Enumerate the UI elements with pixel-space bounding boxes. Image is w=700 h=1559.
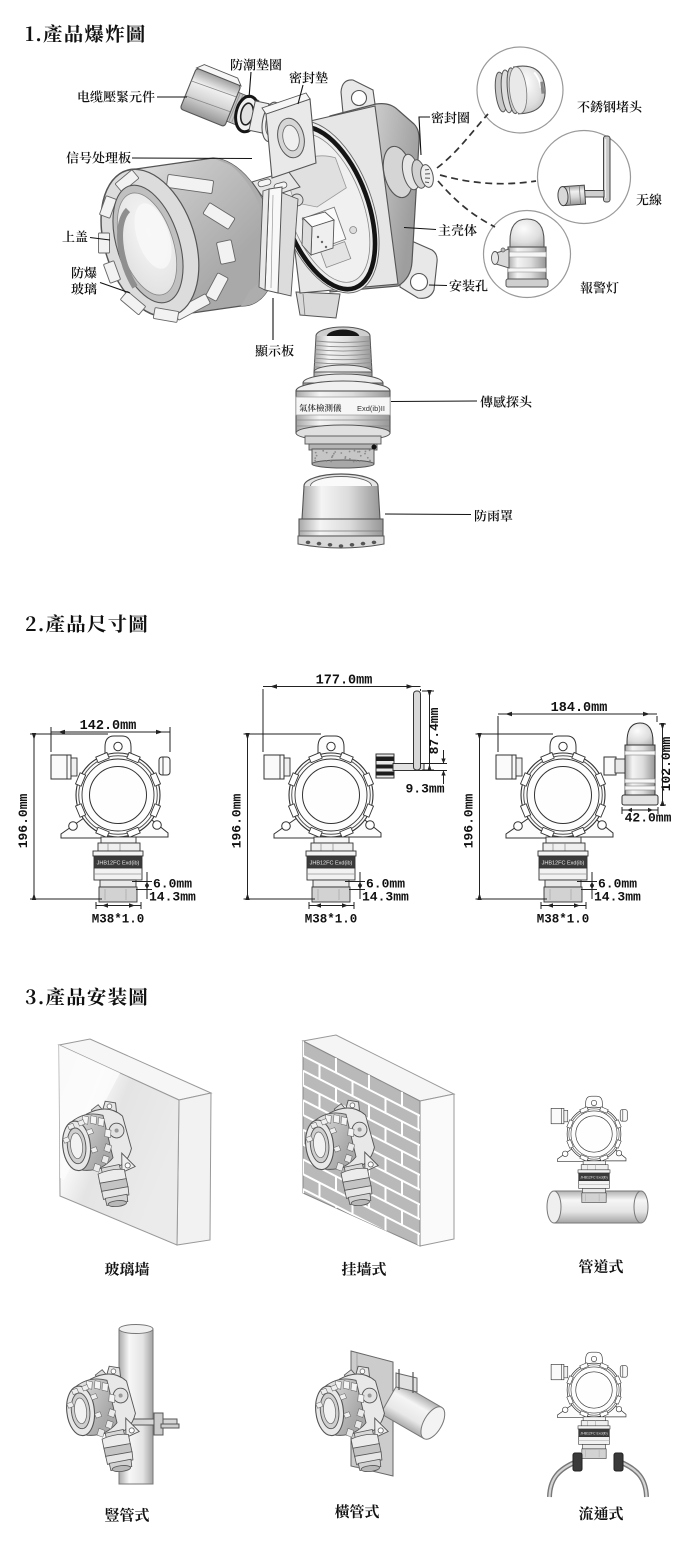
svg-text:JHB12FC Exd(ib): JHB12FC Exd(ib) [580,1431,607,1435]
svg-text:14.3mm: 14.3mm [362,890,409,905]
svg-text:177.0mm: 177.0mm [316,674,373,689]
svg-text:42.0mm: 42.0mm [625,811,672,826]
svg-text:6.0mm: 6.0mm [366,877,405,892]
svg-text:JHB12FC Exd(ib): JHB12FC Exd(ib) [580,1175,607,1179]
svg-text:JHB12FC Exd(ib): JHB12FC Exd(ib) [310,861,353,867]
svg-text:14.3mm: 14.3mm [149,890,196,905]
svg-text:M38*1.0: M38*1.0 [537,913,590,927]
svg-text:JHB12FC Exd(ib): JHB12FC Exd(ib) [97,861,140,867]
svg-text:196.0mm: 196.0mm [230,793,245,848]
svg-text:184.0mm: 184.0mm [551,701,608,716]
svg-text:M38*1.0: M38*1.0 [305,913,358,927]
svg-text:196.0mm: 196.0mm [16,793,31,848]
svg-text:102.0mm: 102.0mm [659,736,674,791]
svg-text:196.0mm: 196.0mm [462,793,477,848]
svg-text:9.3mm: 9.3mm [405,782,444,797]
svg-text:87.4mm: 87.4mm [427,707,442,754]
svg-text:14.3mm: 14.3mm [594,890,641,905]
svg-text:6.0mm: 6.0mm [598,877,637,892]
svg-text:M38*1.0: M38*1.0 [92,913,145,927]
svg-text:Exd(ib)II: Exd(ib)II [357,404,385,413]
svg-text:6.0mm: 6.0mm [153,877,192,892]
svg-text:JHB12FC Exd(ib): JHB12FC Exd(ib) [542,861,585,867]
svg-text:142.0mm: 142.0mm [80,719,137,734]
